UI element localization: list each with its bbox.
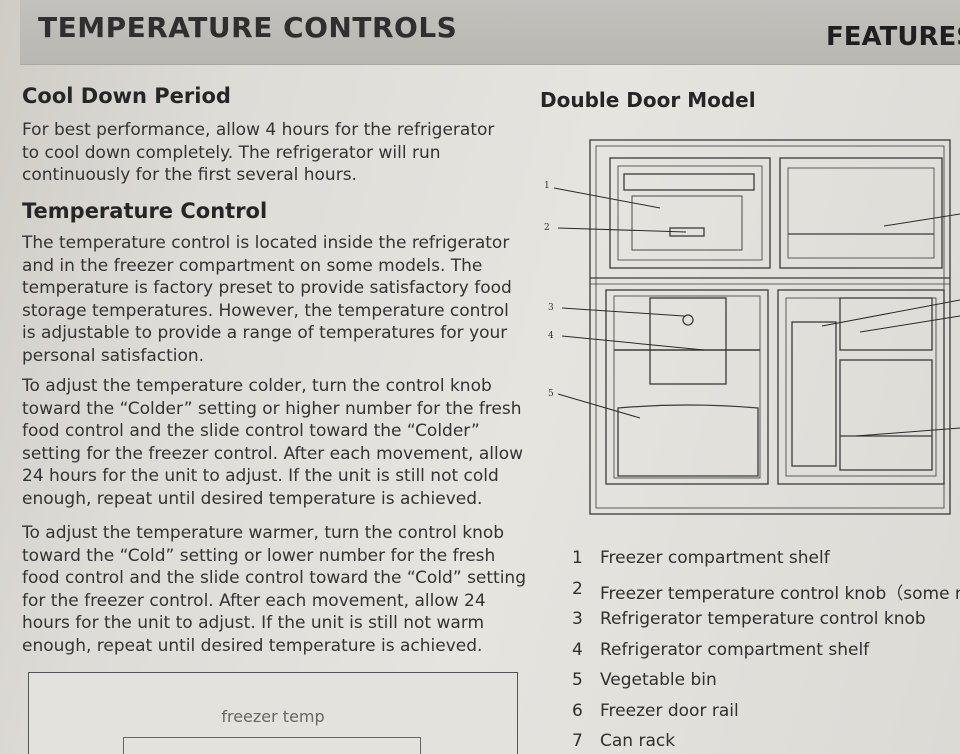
legend-number: 4 <box>572 639 583 660</box>
legend-number: 2 <box>572 578 583 599</box>
text-line: The temperature control is located insid… <box>22 233 510 253</box>
callout-line-3 <box>561 307 685 317</box>
legend-number: 1 <box>572 548 583 568</box>
callout-number-1: 1 <box>544 181 550 191</box>
temperature-control-paragraph-1: The temperature control is located insid… <box>22 232 522 368</box>
legend-label: Vegetable bin <box>600 670 717 690</box>
text-line: For best performance, allow 4 hours for … <box>22 120 495 140</box>
text-line: hours for the unit to adjust. If the uni… <box>22 613 485 634</box>
legend-number: 7 <box>572 731 583 751</box>
legend-label: Freezer temperature control knob（some mo… <box>600 583 960 604</box>
text-line: is adjustable to provide a range of temp… <box>22 323 508 344</box>
callout-line-2 <box>557 227 687 233</box>
callout-line-9 <box>855 427 960 437</box>
callout-line-8 <box>859 315 960 333</box>
callout-line-1 <box>553 187 661 209</box>
door-shelf <box>839 359 933 471</box>
legend-label: Refrigerator compartment shelf <box>600 639 870 660</box>
legend-label: Refrigerator temperature control knob <box>600 609 926 629</box>
fridge-control-housing <box>649 297 727 385</box>
text-line: toward the “Cold” setting or lower numbe… <box>22 545 496 566</box>
text-line: toward the “Colder” setting or higher nu… <box>22 398 522 419</box>
freezer-temp-box: freezer temp <box>28 672 518 754</box>
text-line: and in the freezer compartment on some m… <box>22 255 483 276</box>
text-line: to cool down completely. The refrigerato… <box>22 142 441 163</box>
callout-line-7 <box>821 299 960 327</box>
legend-number: 3 <box>572 609 583 629</box>
text-line: food control and the slide control towar… <box>22 568 526 589</box>
double-door-model-heading: Double Door Model <box>540 88 756 112</box>
callout-number-5: 5 <box>548 389 554 399</box>
text-line: To adjust the temperature colder, turn t… <box>22 376 492 396</box>
cabinet-outline <box>589 139 951 515</box>
callout-line-4 <box>561 335 705 351</box>
temperature-control-heading: Temperature Control <box>22 199 268 223</box>
freezer-control-panel <box>631 195 743 251</box>
freezer-shelf <box>623 173 755 191</box>
legend-number: 6 <box>572 700 583 721</box>
temperature-control-paragraph-2: To adjust the temperature colder, turn t… <box>22 375 523 511</box>
text-line: temperature is factory preset to provide… <box>22 278 512 299</box>
legend-label: Can rack <box>600 731 676 751</box>
callout-line-5 <box>557 393 641 419</box>
vegetable-bin <box>617 404 759 477</box>
freezer-interior <box>617 165 763 261</box>
temperature-control-paragraph-3: To adjust the temperature warmer, turn t… <box>22 522 526 658</box>
text-line: continuously for the first several hours… <box>22 165 357 186</box>
cool-down-text: For best performance, allow 4 hours for … <box>22 119 522 187</box>
freezer-temp-illustration <box>123 737 421 754</box>
fridge-door <box>785 297 937 477</box>
legend-label: Freezer door rail <box>600 700 739 721</box>
text-line: for the freezer control. After each move… <box>22 590 486 611</box>
freezer-door <box>779 157 943 269</box>
door-shelf <box>839 297 933 351</box>
text-line: enough, repeat until desired temperature… <box>22 635 483 656</box>
page-title: TEMPERATURE CONTROLS <box>38 11 458 44</box>
legend-label: Freezer compartment shelf <box>600 548 830 568</box>
fridge-door <box>777 289 945 485</box>
text-line: personal satisfaction. <box>22 345 205 366</box>
freezer-temp-label: freezer temp <box>221 707 325 726</box>
text-line: storage temperatures. However, the tempe… <box>22 300 509 321</box>
can-rack <box>791 321 837 467</box>
callout-number-4: 4 <box>548 331 554 341</box>
text-line: food control and the slide control towar… <box>22 421 480 442</box>
fridge-control-knob <box>682 314 694 326</box>
header-band <box>20 0 960 65</box>
cool-down-heading: Cool Down Period <box>22 84 231 108</box>
fridge-interior <box>605 289 769 485</box>
text-line: To adjust the temperature warmer, turn t… <box>22 523 505 543</box>
features-title: FEATURES <box>826 22 960 52</box>
callout-number-3: 3 <box>548 303 554 313</box>
refrigerator-diagram: 1 2 3 4 5 <box>544 139 960 515</box>
freezer-interior <box>609 157 771 269</box>
freezer-door <box>787 167 935 259</box>
callout-line-6 <box>883 213 960 227</box>
text-line: setting for the freezer control. After e… <box>22 443 523 464</box>
callout-number-2: 2 <box>544 223 550 233</box>
text-line: 24 hours for the unit to adjust. If the … <box>22 466 499 487</box>
legend-number: 5 <box>572 670 583 690</box>
fridge-interior <box>613 295 761 479</box>
text-line: enough, repeat until desired temperature… <box>22 488 483 509</box>
